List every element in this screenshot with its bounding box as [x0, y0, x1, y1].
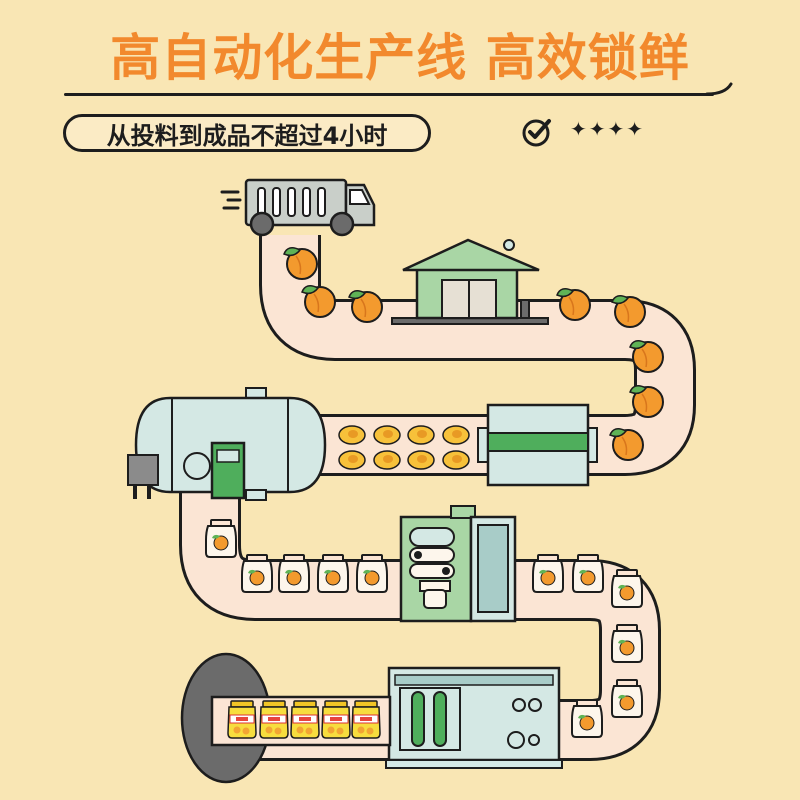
sorting-machine	[477, 403, 598, 487]
cooking-tank	[127, 387, 327, 501]
sealing-machine	[385, 666, 563, 769]
jar-filling-machine	[399, 505, 517, 623]
subtitle-badge: 从投料到成品不超过4小时	[63, 114, 431, 152]
title-underline	[64, 93, 714, 96]
underline-curl-icon	[705, 82, 733, 96]
rating-stars: ✦✦✦✦	[570, 117, 646, 141]
warehouse	[391, 238, 549, 325]
check-circle-icon	[522, 119, 551, 147]
page-title: 高自动化生产线 高效锁鲜	[110, 29, 690, 87]
delivery-truck	[220, 178, 376, 237]
